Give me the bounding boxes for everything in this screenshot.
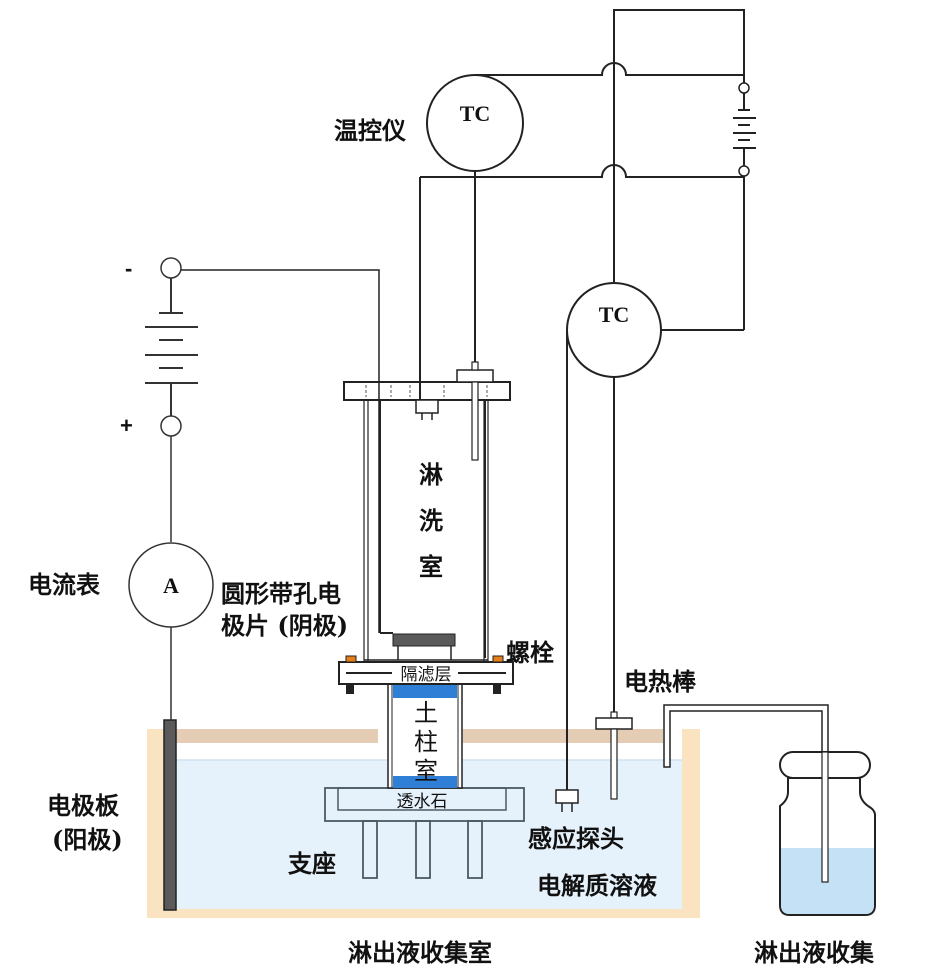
anode-plate [163, 719, 177, 911]
label-soil-column-2: 柱 [414, 728, 438, 756]
power-circuit [128, 257, 380, 720]
tc-top-wire-upper [475, 62, 744, 76]
cover-plate-right [463, 729, 663, 743]
support-leg [362, 820, 378, 879]
negative-terminal[interactable] [160, 257, 182, 279]
lid-sensor-probe [415, 399, 439, 414]
ammeter-symbol: A [163, 573, 179, 598]
bottom-permeable-layer [393, 776, 457, 788]
label-porous-stone: 透水石 [397, 792, 448, 812]
label-wash-chamber-1: 淋 [419, 460, 443, 489]
terminal-top [738, 82, 750, 94]
label-electrolyte: 电解质溶液 [537, 871, 657, 900]
lid-heater-cap [456, 369, 494, 383]
label-temp-controller: 温控仪 [334, 116, 407, 145]
label-ammeter: 电流表 [28, 570, 101, 599]
top-permeable-layer [393, 684, 457, 698]
bolt-nut-left [346, 684, 354, 694]
heater-rod [610, 728, 618, 800]
heater-rod-top [610, 711, 618, 719]
terminal-bottom [738, 165, 750, 177]
label-filter-layer: 隔滤层 [401, 665, 452, 685]
lid-heater-rod [471, 381, 479, 461]
top-lid [343, 361, 511, 461]
support-leg [467, 820, 483, 879]
flange [338, 655, 514, 694]
soil-column-outer [387, 683, 463, 789]
bolt-nut-right [493, 684, 501, 694]
label-anode-line1: 电极板 [47, 791, 120, 820]
bottle-tube [821, 751, 829, 883]
cover-plate-left [172, 729, 378, 743]
battery-plus-sign: + [120, 413, 133, 438]
tc-right-circle[interactable] [566, 282, 662, 378]
bolt-head-left [345, 655, 357, 663]
cathode-wire [181, 269, 380, 633]
support-leg [415, 820, 431, 879]
tc-right-label: TC [599, 302, 630, 327]
top-tc-circuit [419, 9, 756, 400]
lid-heater-top [471, 361, 479, 371]
top-loop-wire [613, 9, 745, 290]
label-wash-chamber-2: 洗 [419, 506, 443, 535]
label-cathode-line1: 圆形带孔电 [221, 579, 341, 608]
lid-plate [343, 381, 511, 401]
label-anode-line2: (阳极) [52, 825, 123, 854]
label-soil-column-3: 室 [414, 757, 438, 785]
right-tc-circuit [555, 282, 744, 812]
label-collection-chamber: 淋出液收集室 [348, 938, 492, 967]
outflow-assembly [663, 704, 876, 916]
label-support: 支座 [288, 849, 336, 878]
battery-minus-sign: - [125, 256, 132, 281]
sensor-probe [555, 789, 579, 804]
tie-rod-left [363, 399, 369, 663]
soil-column [387, 683, 463, 789]
label-cathode-line2: 极片 (阴极) [221, 611, 348, 640]
label-soil-column-1: 土 [414, 699, 438, 727]
perforated-cathode [392, 633, 456, 647]
positive-terminal[interactable] [160, 415, 182, 437]
label-sensor-probe: 感应探头 [528, 824, 624, 853]
label-wash-chamber-3: 室 [419, 552, 443, 581]
bolt-head-right [492, 655, 504, 663]
tc-top-label: TC [460, 101, 491, 126]
flange-plate [338, 661, 514, 685]
heater-rod-cap [595, 717, 633, 730]
label-heater-rod: 电热棒 [624, 667, 697, 696]
label-bolt: 螺栓 [506, 638, 554, 667]
label-collection-bottle: 淋出液收集 [754, 938, 875, 967]
